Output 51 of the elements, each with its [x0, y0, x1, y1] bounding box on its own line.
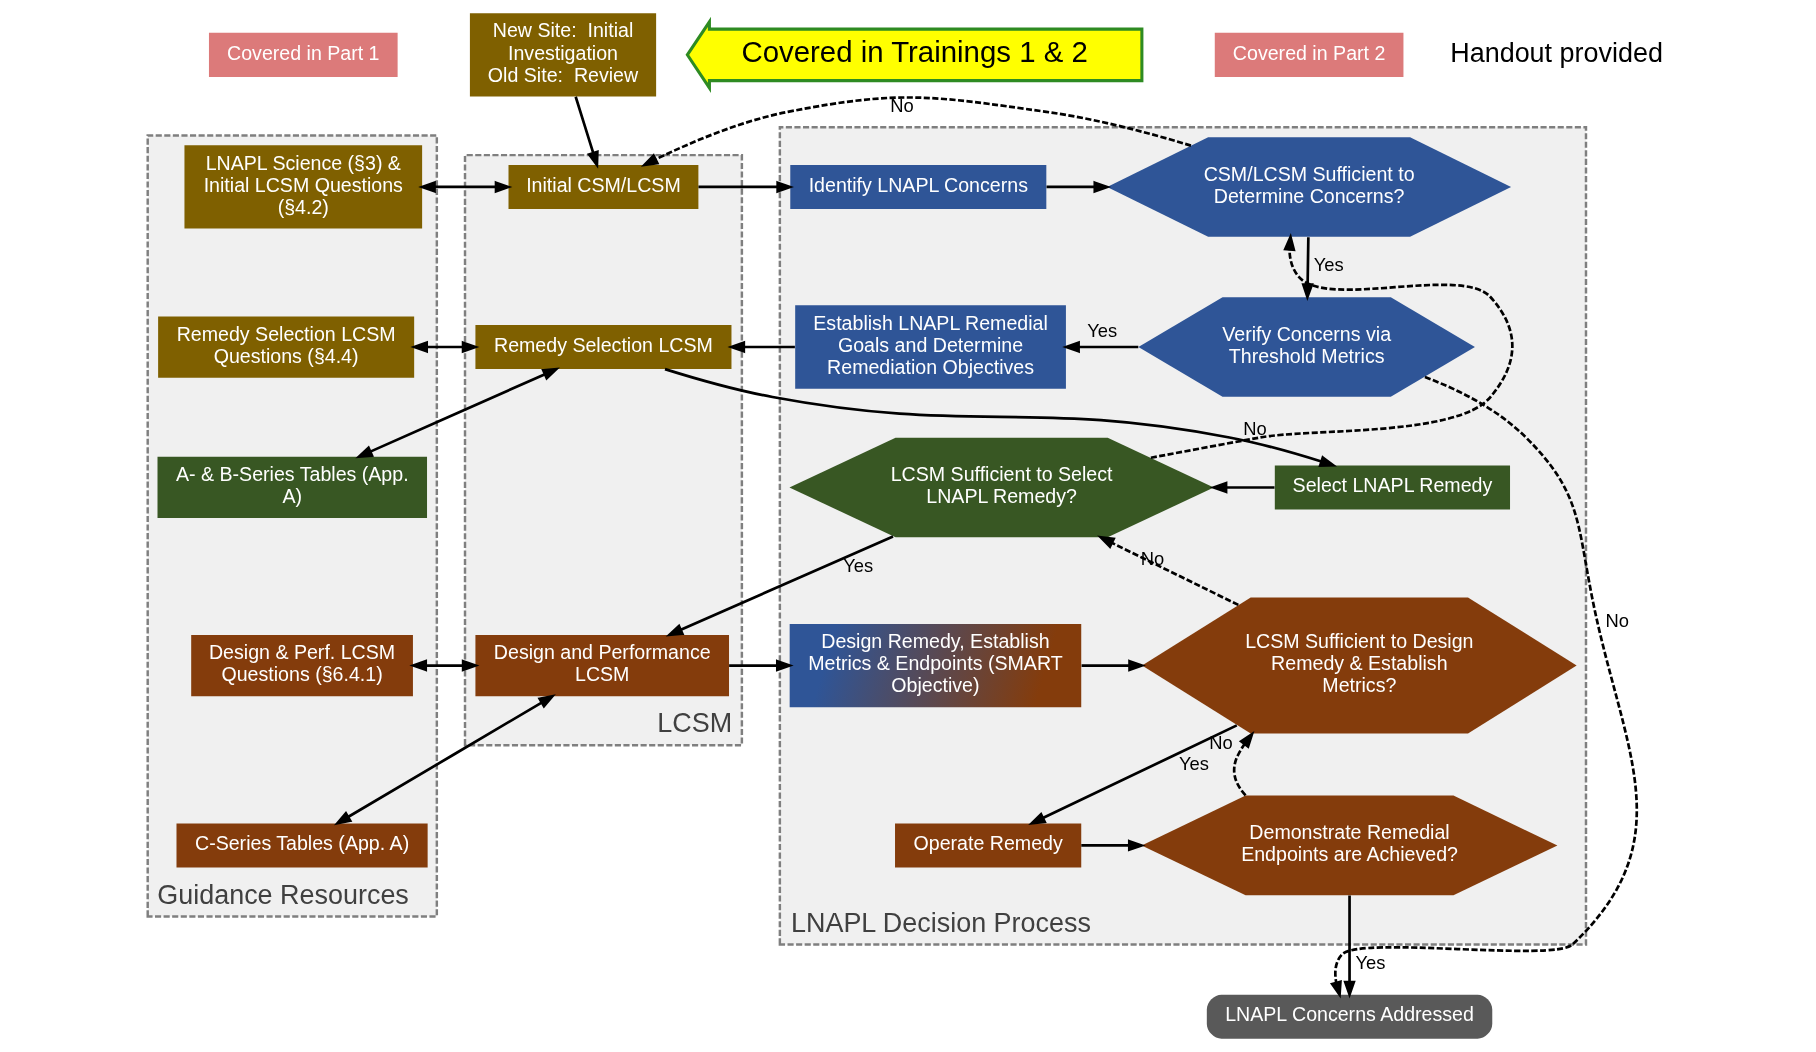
node-box: Select LNAPL Remedy: [1274, 465, 1510, 510]
node-box: Design Remedy, Establish Metrics & Endpoints (SMART Objective): [789, 623, 1081, 708]
arrow: [409, 340, 479, 354]
arrow: [1232, 730, 1254, 797]
arrow: [665, 535, 894, 637]
node-box: Design and Performance LCSM: [474, 634, 729, 697]
arrow: [1150, 233, 1514, 460]
arrow: [697, 180, 794, 194]
node-box: LNAPL Science (§3) & Initial LCSM Questions (§4.2): [183, 145, 422, 229]
node-box: A- & B-Series Tables (App. A): [157, 456, 427, 519]
arrow: [1300, 237, 1314, 301]
node-box: Identify LNAPL Concerns: [789, 164, 1046, 209]
node-box: Covered in Part 2: [1214, 32, 1403, 77]
arrow: [1046, 180, 1111, 194]
arrow: [408, 659, 479, 672]
arrow: [1096, 535, 1239, 607]
arrow: [728, 659, 794, 672]
arrow: [1027, 724, 1237, 826]
arrow: [333, 694, 556, 826]
node-box: Operate Remedy: [894, 823, 1081, 868]
label: Handout provided: [1449, 37, 1663, 68]
edge-label: No: [1242, 418, 1267, 440]
node-box: Remedy Selection LCSM Questions (§4.4): [157, 316, 414, 378]
arrow: [664, 367, 1337, 468]
arrow: [573, 96, 599, 169]
node-box: Initial CSM/LCSM: [508, 164, 698, 209]
arrow: [417, 180, 512, 194]
edge-label: Yes: [842, 554, 873, 576]
arrow: [640, 96, 1191, 167]
edge-label: No: [1208, 731, 1233, 753]
arrow: [1081, 659, 1146, 672]
arrow: [1061, 340, 1138, 354]
arrow: [354, 367, 560, 459]
node-box: Establish LNAPL Remedial Goals and Determine Remediation Objectives: [794, 305, 1066, 389]
edge-label: Yes: [1354, 951, 1385, 973]
node-box: New Site: Initial Investigation Old Site: Review: [469, 13, 656, 97]
edge-label: Yes: [1313, 254, 1344, 276]
node-box: Remedy Selection LCSM: [474, 324, 731, 370]
edge-label: Yes: [1086, 320, 1117, 342]
node-box: C-Series Tables (App. A): [176, 823, 428, 868]
node-box: LNAPL Concerns Addressed: [1206, 994, 1492, 1039]
edge-label: No: [1604, 610, 1629, 632]
edge-label: Yes: [1178, 752, 1209, 774]
arrow: [1329, 375, 1638, 999]
node-box: Covered in Part 1: [208, 32, 398, 77]
arrow: [1342, 895, 1356, 999]
arrow: [1080, 839, 1146, 852]
arrow: [1209, 481, 1274, 494]
arrow: [726, 340, 795, 354]
edge-label: No: [889, 95, 914, 117]
node-box: Design & Perf. LCSM Questions (§6.4.1): [190, 634, 413, 697]
